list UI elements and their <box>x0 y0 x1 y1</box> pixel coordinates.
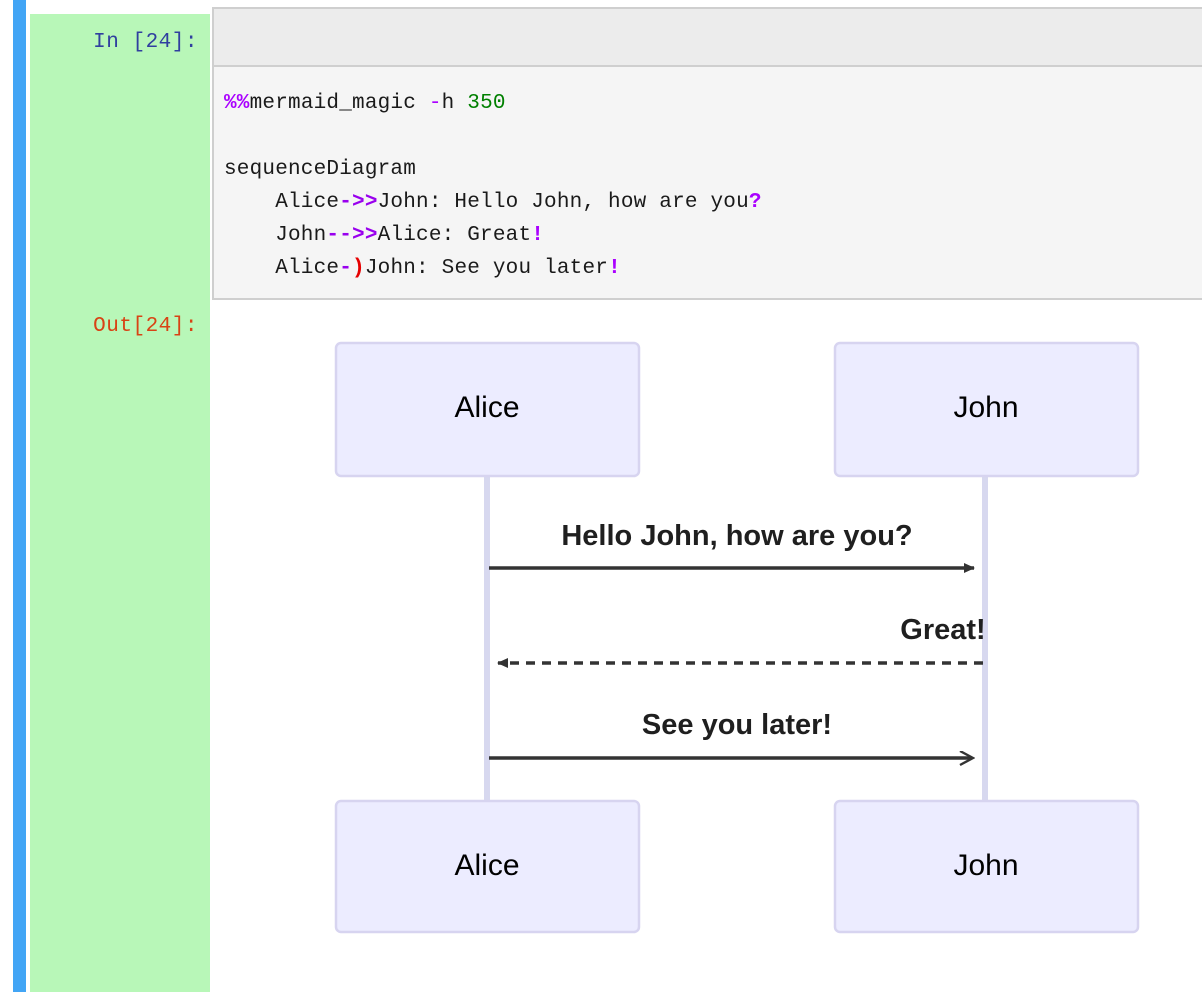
code-token-plain: John: Hello John, how are you <box>377 191 749 214</box>
code-token-plain: John <box>224 224 327 247</box>
code-input-area[interactable]: %%mermaid_magic -h 350 sequenceDiagram A… <box>212 7 1202 300</box>
code-token-punct: ! <box>531 224 545 247</box>
code-token-op: - <box>339 257 353 280</box>
lifelines <box>484 476 988 802</box>
code-line[interactable]: Alice->>John: Hello John, how are you? <box>224 186 1202 219</box>
code-token-plain: Alice: Great <box>377 224 532 247</box>
message-1: Hello John, how are you? <box>489 520 975 573</box>
message-label-1: Hello John, how are you? <box>561 520 912 552</box>
message-label-2: Great! <box>900 614 985 646</box>
actor-rect-alice-top[interactable] <box>334 341 641 478</box>
actor-rect-john-bottom[interactable] <box>833 799 1140 934</box>
cell-toolbar[interactable] <box>214 9 1202 67</box>
code-token-number: 350 <box>467 92 506 115</box>
prompt-column: In [24]: Out[24]: <box>30 14 210 992</box>
code-editor[interactable]: %%mermaid_magic -h 350 sequenceDiagram A… <box>214 69 1202 298</box>
code-line[interactable]: Alice-)John: See you later! <box>224 252 1202 285</box>
actor-label-alice-top: Alice <box>454 391 519 424</box>
code-token-magic: %% <box>224 92 250 115</box>
code-token-paren: ) <box>352 257 365 280</box>
actor-rect-alice-bottom[interactable] <box>334 799 641 934</box>
in-prompt-label[interactable]: In [24]: <box>93 31 198 54</box>
out-prompt-label[interactable]: Out[24]: <box>93 315 198 338</box>
code-token-plain: sequenceDiagram <box>224 158 417 181</box>
actor-label-alice-bottom: Alice <box>454 849 519 882</box>
actor-rect-john-top[interactable] <box>833 341 1140 478</box>
actor-box-john-bottom[interactable]: John <box>833 799 1140 934</box>
code-token-punct: ! <box>608 257 621 280</box>
code-token-plain: mermaid_magic <box>249 92 429 115</box>
code-token-plain: John: See you later <box>364 257 609 280</box>
code-token-flag: - <box>428 92 442 115</box>
code-token-punct: ? <box>748 191 762 214</box>
code-token-op: ->> <box>339 191 378 214</box>
code-line[interactable]: John-->>Alice: Great! <box>224 219 1202 252</box>
message-label-3: See you later! <box>642 709 832 741</box>
actor-label-john-bottom: John <box>953 849 1018 882</box>
output-area: Alice John Hello John, how are you? > Al… <box>212 302 1202 992</box>
message-2: Great! <box>497 614 986 668</box>
code-line[interactable]: sequenceDiagram <box>224 153 1202 186</box>
message-3: See you later! <box>489 709 972 758</box>
code-token-plain: Alice <box>224 191 340 214</box>
code-token-op: -->> <box>326 224 378 247</box>
actor-box-alice-top[interactable]: Alice <box>334 341 641 478</box>
mermaid-sequence-diagram: Alice John Hello John, how are you? > Al… <box>334 341 1140 934</box>
actor-label-john-top: John <box>953 391 1018 424</box>
code-token-plain: Alice <box>224 257 340 280</box>
actor-box-john-top[interactable]: John <box>833 341 1140 478</box>
actor-box-alice-bottom[interactable]: Alice <box>334 799 641 934</box>
code-line[interactable] <box>224 120 1202 153</box>
cell-selection-bar <box>13 0 26 992</box>
code-token-plain: h <box>441 92 468 115</box>
code-line[interactable]: %%mermaid_magic -h 350 <box>224 87 1202 120</box>
